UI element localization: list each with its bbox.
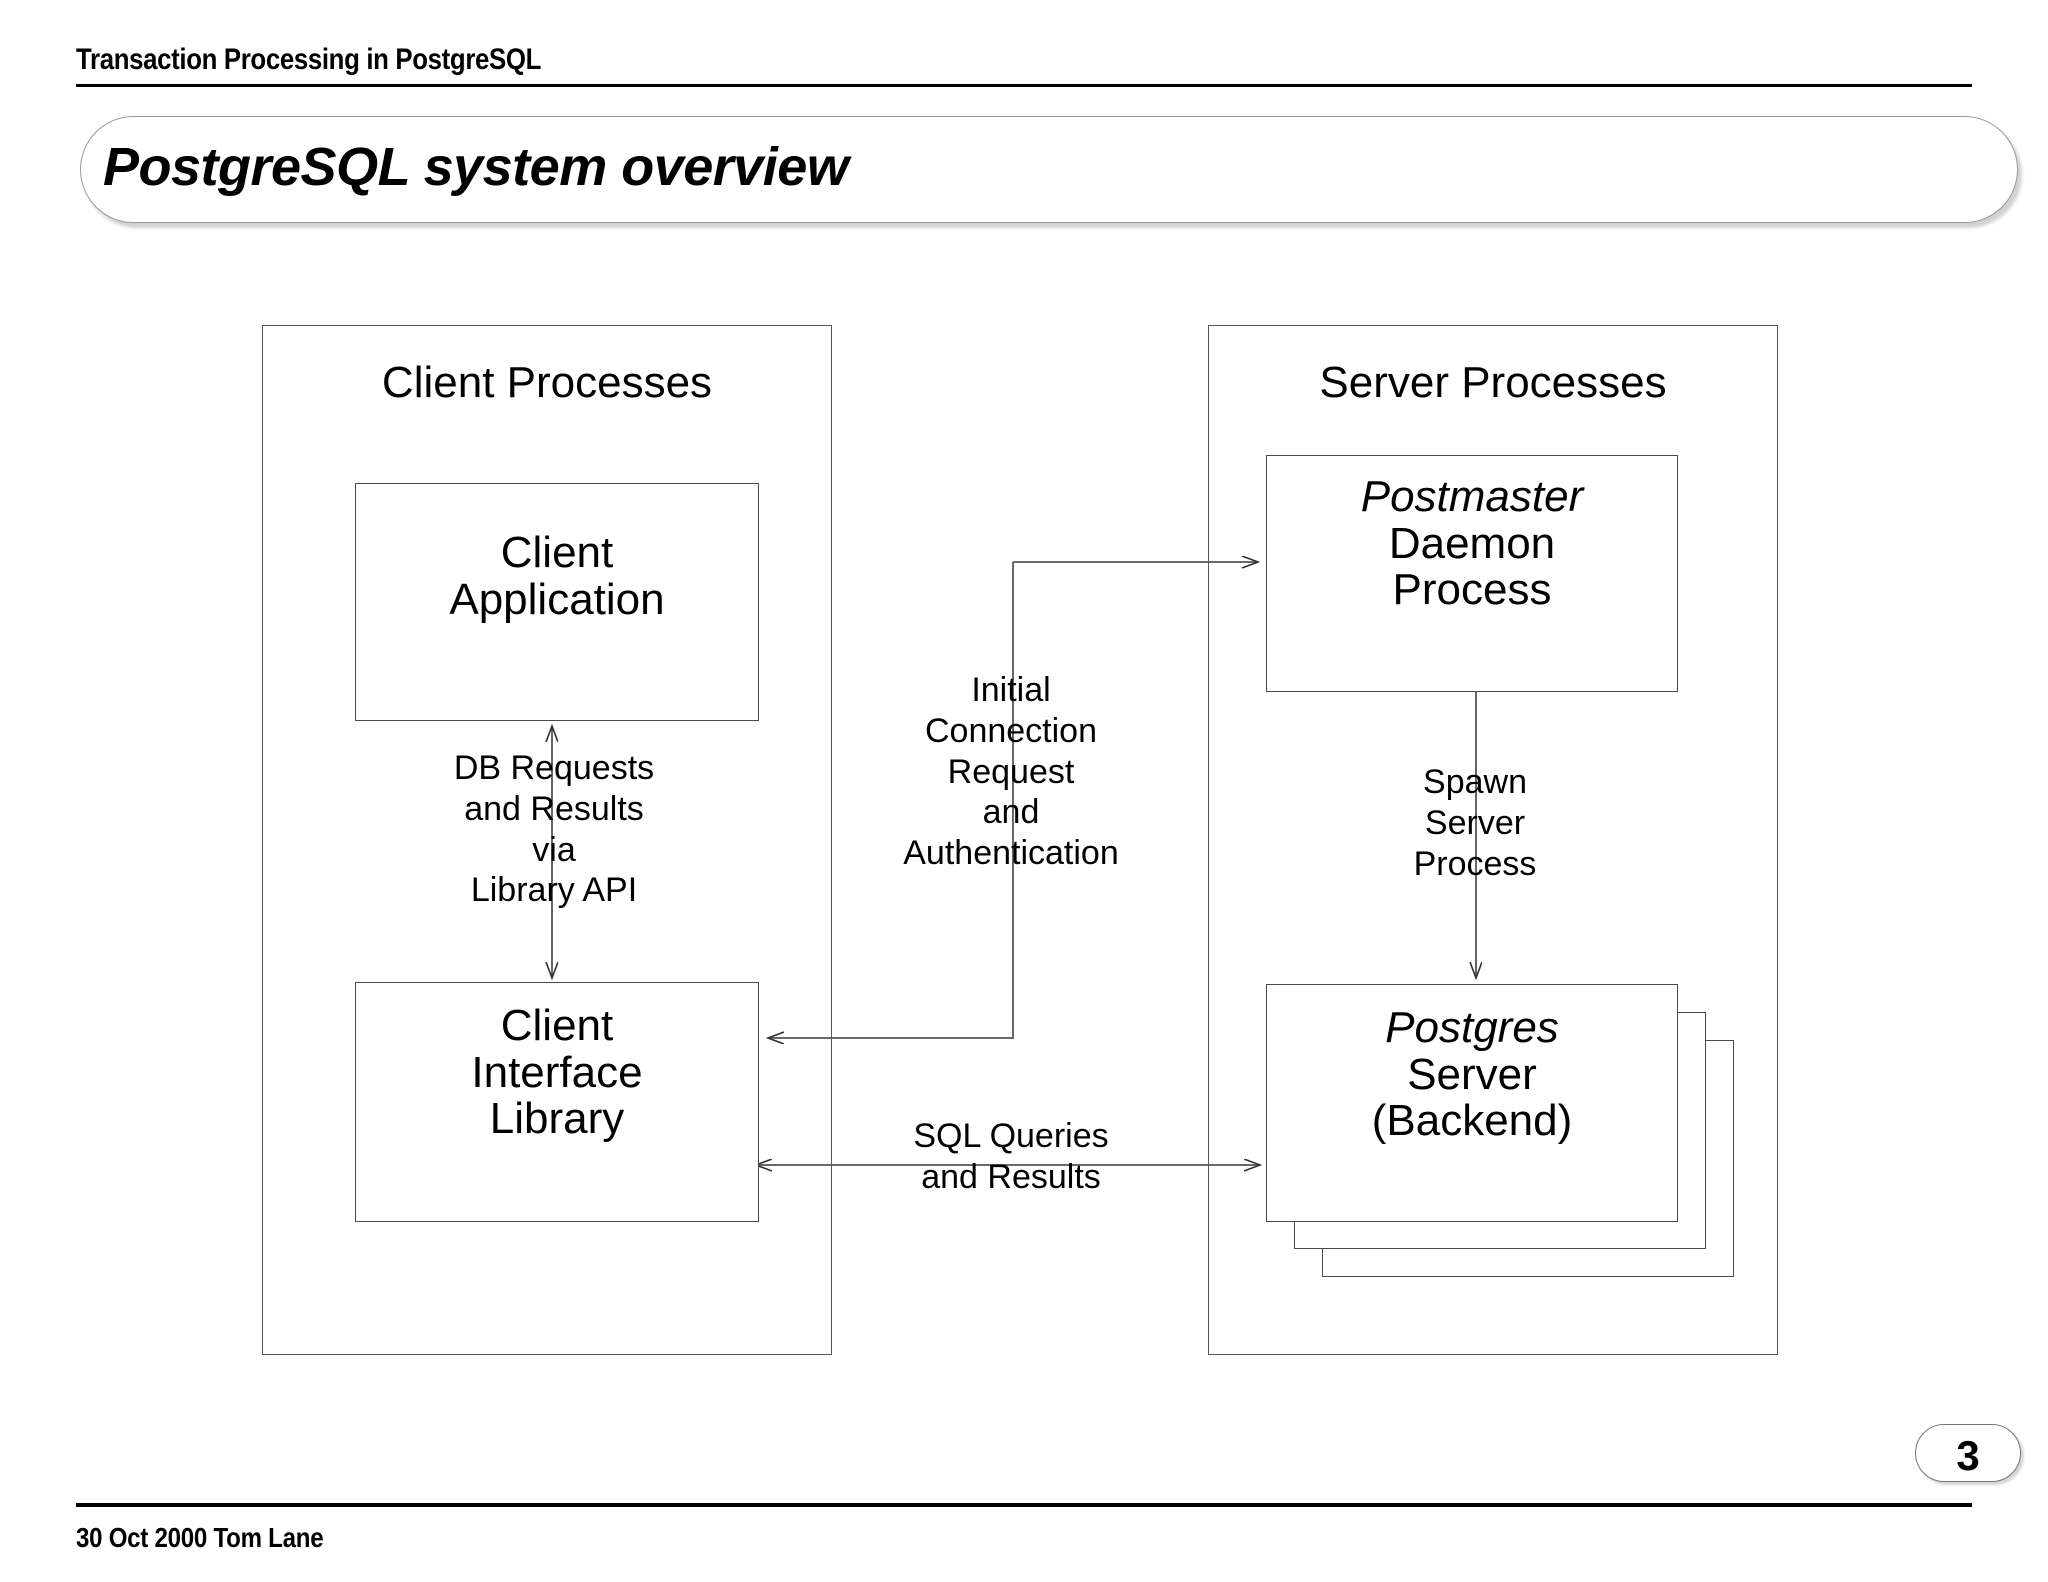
node-client-interface-library-label: Client Interface Library <box>471 1001 643 1144</box>
edge-label-spawn-server: Spawn Server Process <box>1413 763 1537 883</box>
page-badge-shape <box>1915 1424 2021 1482</box>
node-client-application-label: Client Application <box>449 528 665 624</box>
group-server-processes <box>1208 325 1778 1355</box>
node-postmaster-daemon-process-label: Postmaster Daemon Process <box>1360 472 1584 615</box>
slide-eyebrow-title: Transaction Processing in PostgreSQL <box>76 43 542 76</box>
footer-date-author: 30 Oct 2000 Tom Lane <box>76 1522 324 1553</box>
node-postmaster-daemon-process[interactable]: Postmaster Daemon Process <box>1266 455 1678 692</box>
page-number: 3 <box>1956 1432 1980 1479</box>
group-client-processes <box>262 325 832 1355</box>
group-label-server-processes: Server Processes <box>1319 358 1667 407</box>
node-client-application[interactable]: Client Application <box>355 483 759 721</box>
header-divider <box>76 84 1972 87</box>
footer-divider <box>76 1503 1972 1507</box>
edge-label-db-requests: DB Requests and Results via Library API <box>453 749 655 910</box>
title-pill-shape <box>80 116 2018 223</box>
node-postgres-server-backend-label: Postgres Server (Backend) <box>1371 1003 1573 1146</box>
group-label-client-processes: Client Processes <box>381 358 713 407</box>
edge-label-sql-queries: SQL Queries and Results <box>913 1117 1109 1196</box>
page-title: PostgreSQL system overview <box>103 137 849 197</box>
node-client-interface-library[interactable]: Client Interface Library <box>355 982 759 1222</box>
edge-label-initial-connection: Initial Connection Request and Authentic… <box>903 671 1119 873</box>
node-postgres-server-backend[interactable]: Postgres Server (Backend) <box>1266 984 1678 1222</box>
